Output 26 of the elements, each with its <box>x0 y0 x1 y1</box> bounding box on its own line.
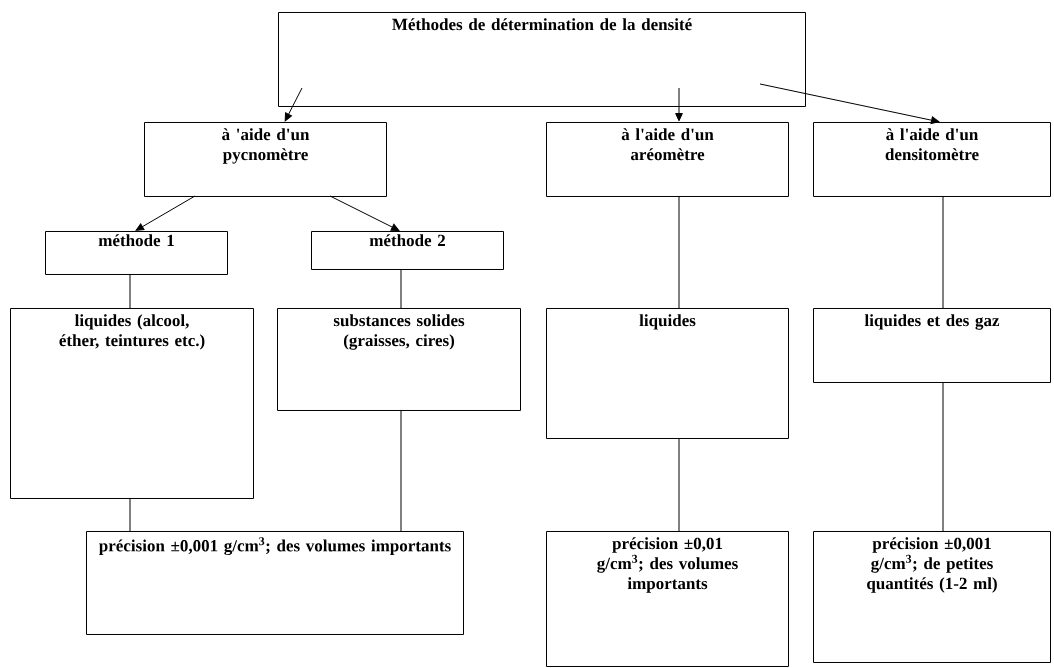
arrow <box>675 87 683 122</box>
arrow <box>759 83 940 124</box>
text-box: liquides <box>546 308 789 439</box>
text-box: à 'aide d'un pycnomètre <box>144 122 387 197</box>
connector-line <box>678 437 680 532</box>
connector-line <box>942 195 944 309</box>
connector-line <box>942 381 944 532</box>
text-box: liquides (alcool, éther, teintures etc.) <box>10 308 254 499</box>
arrow <box>284 87 303 122</box>
connector-line <box>400 409 402 532</box>
text-box: précision ±0,01 g/cm$^{3}$; des volumes importants <box>546 531 789 667</box>
text-box: méthode 1 <box>45 231 228 275</box>
text-box: précision ±0,001 g/cm$^{3}$; de petites quantités (1-2 ml) <box>813 531 1051 663</box>
arrow <box>135 195 196 231</box>
text-box: précision ±0,001 g/cm$^{3}$; des volumes importants <box>86 531 464 635</box>
text-box: substances solides (graisses, cires) <box>277 308 521 411</box>
connector-line <box>129 273 131 309</box>
connector-line <box>129 497 131 532</box>
connector-line <box>678 195 680 309</box>
arrow <box>329 195 400 231</box>
text-box: Méthodes de détermination de la densité <box>278 12 806 107</box>
text-box: à l'aide d'un aréomètre <box>546 122 789 197</box>
text-box: méthode 2 <box>311 231 504 270</box>
connector-line <box>400 268 402 309</box>
text-box: liquides et des gaz <box>813 308 1051 383</box>
text-box: à l'aide d'un densitomètre <box>813 122 1051 197</box>
